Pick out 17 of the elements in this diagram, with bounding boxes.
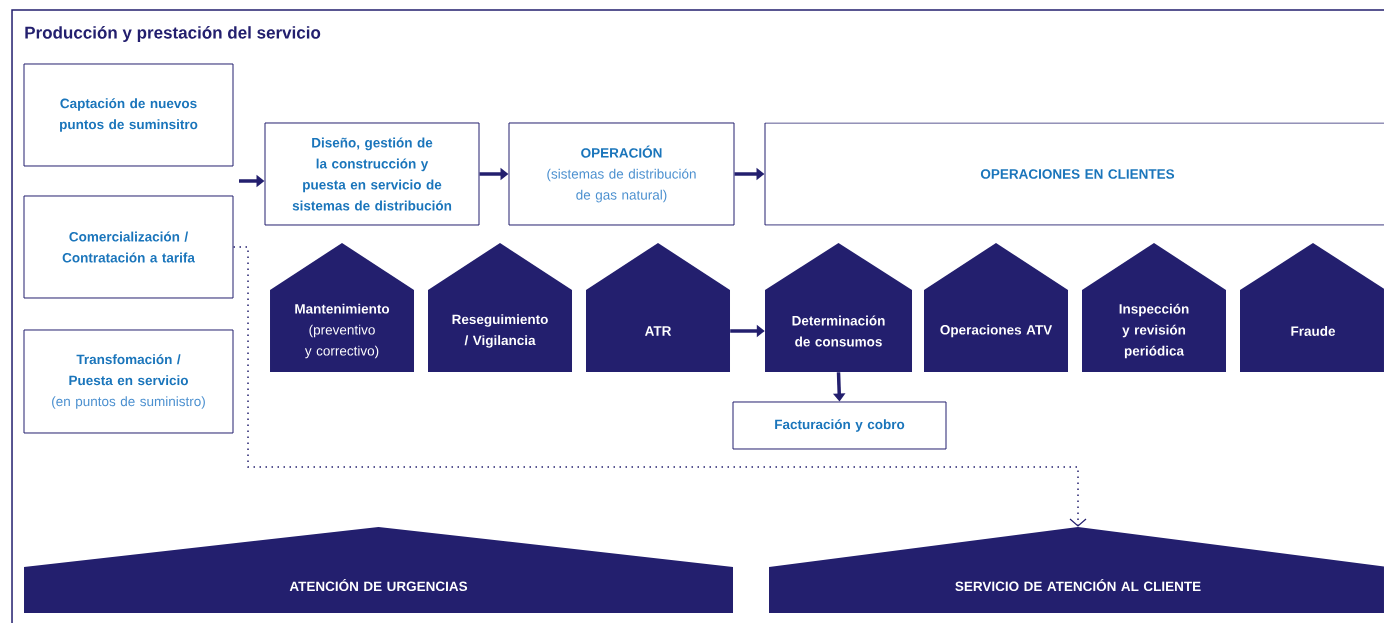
process-box: Captación de nuevos puntos de suminsitro xyxy=(23,63,234,167)
pentagon-box: Inspección y revisión periódica xyxy=(1082,243,1226,372)
process-box: OPERACIÓN (sistemas de distribución de gas natural) xyxy=(508,122,735,226)
pentagon-box: Reseguimiento / Vigilancia xyxy=(428,243,572,372)
process-box: Comercialización / Contratación a tarifa xyxy=(23,195,234,299)
process-box: Facturación y cobro xyxy=(732,401,947,450)
pentagon-box: Mantenimiento (preventivo y correctivo) xyxy=(270,243,414,372)
process-box: Diseño, gestión de la construcción y puesta en servicio de sistemas de distribución xyxy=(264,122,480,226)
roof-band: ATENCIÓN DE URGENCIAS xyxy=(24,527,733,613)
process-box: OPERACIONES EN CLIENTES xyxy=(764,122,1384,226)
pentagon-box: Fraude xyxy=(1240,243,1384,372)
pentagon-box: ATR xyxy=(586,243,730,372)
pentagon-box: Determinación de consumos xyxy=(765,243,912,372)
process-box: Transfomación / Puesta en servicio (en puntos de suministro) xyxy=(23,329,234,434)
roof-band: SERVICIO DE ATENCIÓN AL CLIENTE xyxy=(769,527,1384,613)
pentagon-box: Operaciones ATV xyxy=(924,243,1068,372)
arrow xyxy=(232,246,1087,527)
